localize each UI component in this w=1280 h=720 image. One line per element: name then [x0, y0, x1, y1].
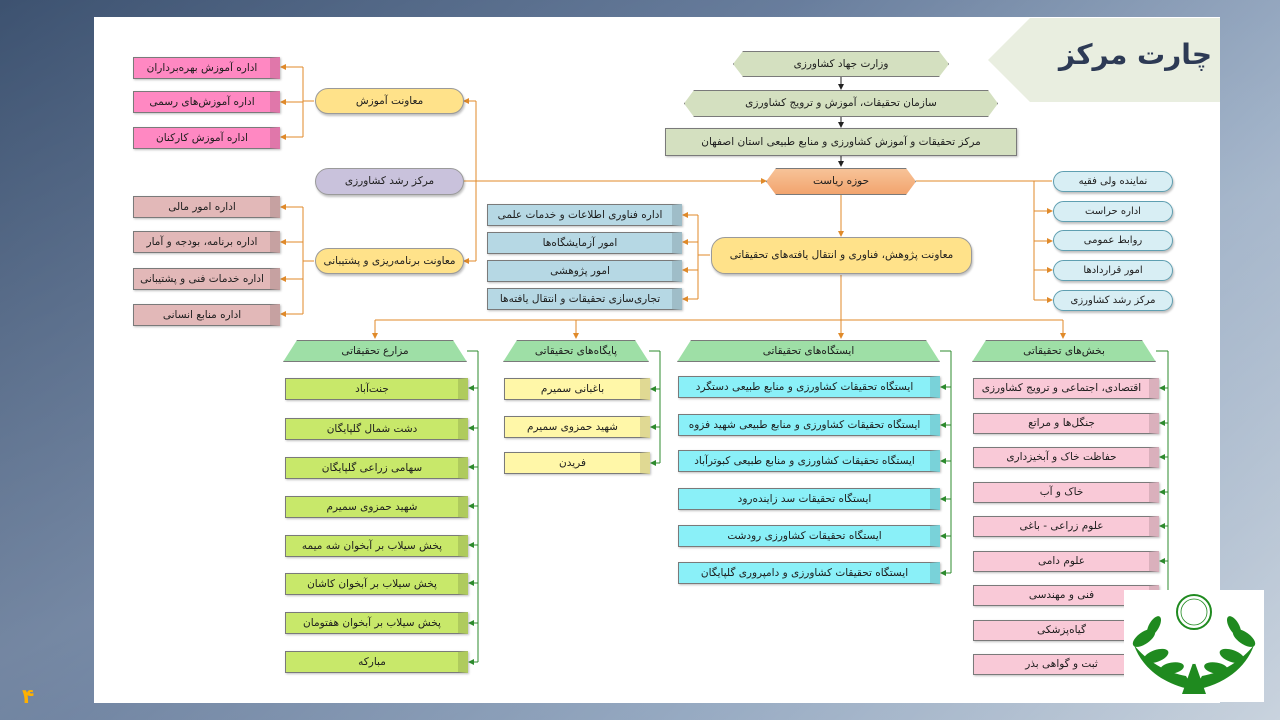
jihad-agriculture-logo: [1124, 590, 1264, 702]
base-item: فریدن: [504, 452, 650, 474]
station-item: ایستگاه تحقیقات کشاورزی و منابع طبیعی دس…: [678, 376, 940, 398]
farm-item: جنت‌آباد: [285, 378, 468, 400]
presidency-unit: اداره حراست: [1053, 201, 1173, 222]
center-box: مرکز تحقیقات و آموزش کشاورزی و منابع طبی…: [665, 128, 1017, 156]
presidency-box: حوزه ریاست: [766, 168, 916, 195]
education-unit: اداره آموزش بهره‌برداران: [133, 57, 280, 79]
farm-item: سهامی زراعی گلپایگان: [285, 457, 468, 479]
logo-emblem-icon: [1132, 594, 1256, 694]
title-arrow-shape: [988, 18, 1220, 102]
base-item: شهید حمزوی سمیرم: [504, 416, 650, 438]
planning-unit: اداره خدمات فنی و پشتیبانی: [133, 268, 280, 290]
department-item: علوم زراعی - باغی: [973, 516, 1159, 537]
organization-box: سازمان تحقیقات، آموزش و ترویج کشاورزی: [684, 90, 998, 117]
station-item: ایستگاه تحقیقات کشاورزی رودشت: [678, 525, 940, 547]
planning-unit: اداره منابع انسانی: [133, 304, 280, 326]
planning-deputy: معاونت برنامه‌ریزی و پشتیبانی: [315, 248, 464, 274]
slide-title: چارت مرکز: [1058, 38, 1212, 71]
presidency-unit: روابط عمومی: [1053, 230, 1173, 251]
farm-item: دشت شمال گلپایگان: [285, 418, 468, 440]
departments-header: بخش‌های تحقیقاتی: [972, 340, 1156, 362]
research-unit: تجاری‌سازی تحقیقات و انتقال یافته‌ها: [487, 288, 682, 310]
ministry-box: وزارت جهاد کشاورزی: [733, 51, 949, 77]
stations-header: ایستگاه‌های تحقیقاتی: [677, 340, 940, 362]
research-unit: امور پژوهشی: [487, 260, 682, 282]
research-unit: اداره فناوری اطلاعات و خدمات علمی: [487, 204, 682, 226]
education-unit: اداره آموزش‌های رسمی: [133, 91, 280, 113]
farm-item: مبارکه: [285, 651, 468, 673]
base-item: باغبانی سمیرم: [504, 378, 650, 400]
department-item: علوم دامی: [973, 551, 1159, 572]
bases-header: پایگاه‌های تحقیقاتی: [503, 340, 649, 362]
growth-center: مرکز رشد کشاورزی: [315, 168, 464, 195]
title-ribbon: چارت مرکز: [988, 18, 1220, 102]
station-item: ایستگاه تحقیقات سد زاینده‌رود: [678, 488, 940, 510]
department-item: خاک و آب: [973, 482, 1159, 503]
station-item: ایستگاه تحقیقات کشاورزی و منابع طبیعی کب…: [678, 450, 940, 472]
department-item: حفاظت خاک و آبخیزداری: [973, 447, 1159, 468]
farm-item: پخش سیلاب بر آبخوان کاشان: [285, 573, 468, 595]
farm-item: پخش سیلاب بر آبخوان شه میمه: [285, 535, 468, 557]
research-deputy: معاونت پژوهش، فناوری و انتقال یافته‌های …: [711, 237, 972, 274]
farm-item: پخش سیلاب بر آبخوان هفتومان: [285, 612, 468, 634]
research-unit: امور آزمایشگاه‌ها: [487, 232, 682, 254]
farm-item: شهید حمزوی سمیرم: [285, 496, 468, 518]
planning-unit: اداره برنامه، بودجه و آمار: [133, 231, 280, 253]
page-number: ۴: [22, 684, 35, 708]
department-item: گیاه‌پزشکی: [973, 620, 1159, 641]
department-item: جنگل‌ها و مراتع: [973, 413, 1159, 434]
presidency-unit: امور قراردادها: [1053, 260, 1173, 281]
education-unit: اداره آموزش کارکنان: [133, 127, 280, 149]
department-item: اقتصادی، اجتماعی و ترویج کشاورزی: [973, 378, 1159, 399]
farms-header: مزارع تحقیقاتی: [283, 340, 467, 362]
presidency-unit: مرکز رشد کشاورزی: [1053, 290, 1173, 311]
education-deputy: معاونت آموزش: [315, 88, 464, 114]
station-item: ایستگاه تحقیقات کشاورزی و دامپروری گلپای…: [678, 562, 940, 584]
planning-unit: اداره امور مالی: [133, 196, 280, 218]
presidency-unit: نماینده ولی فقیه: [1053, 171, 1173, 192]
station-item: ایستگاه تحقیقات کشاورزی و منابع طبیعی شه…: [678, 414, 940, 436]
department-item: فنی و مهندسی: [973, 585, 1159, 606]
